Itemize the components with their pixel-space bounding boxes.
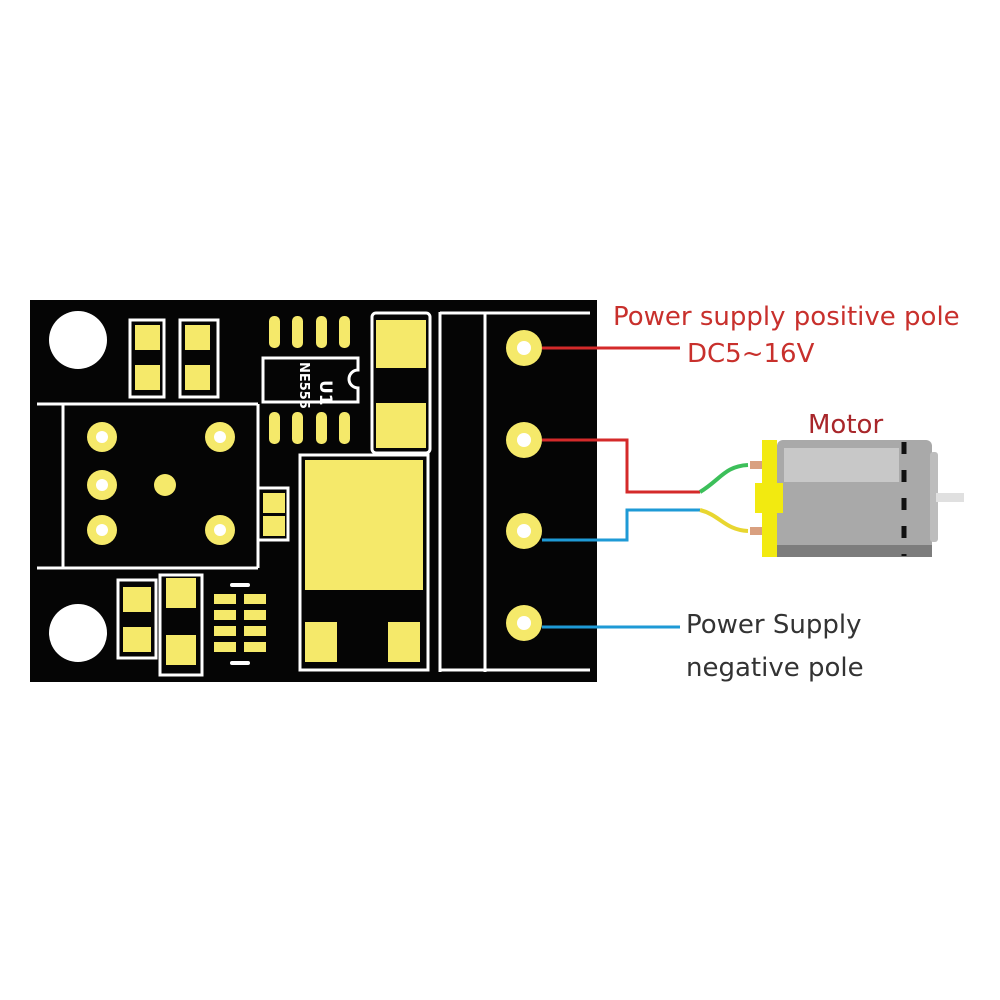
positive-pole-label: Power supply positive pole bbox=[613, 302, 960, 332]
negative-pole-label-line2: negative pole bbox=[686, 653, 864, 683]
wires bbox=[542, 346, 749, 629]
motor bbox=[750, 440, 964, 557]
chip-label: U1 bbox=[315, 380, 335, 406]
motor-negative-wire bbox=[542, 508, 700, 542]
motor-label: Motor bbox=[808, 410, 883, 440]
mounting-hole bbox=[49, 604, 107, 662]
terminal-pads bbox=[506, 330, 542, 641]
negative-pole-label-line1: Power Supply bbox=[686, 610, 861, 640]
smd-pads bbox=[87, 316, 426, 665]
mounting-hole bbox=[49, 311, 107, 369]
chip-part-number: NE555 bbox=[296, 362, 311, 409]
voltage-label: DC5~16V bbox=[687, 339, 815, 369]
pcb-board: U1 NE555 bbox=[30, 300, 597, 682]
motor-positive-wire bbox=[542, 438, 700, 494]
